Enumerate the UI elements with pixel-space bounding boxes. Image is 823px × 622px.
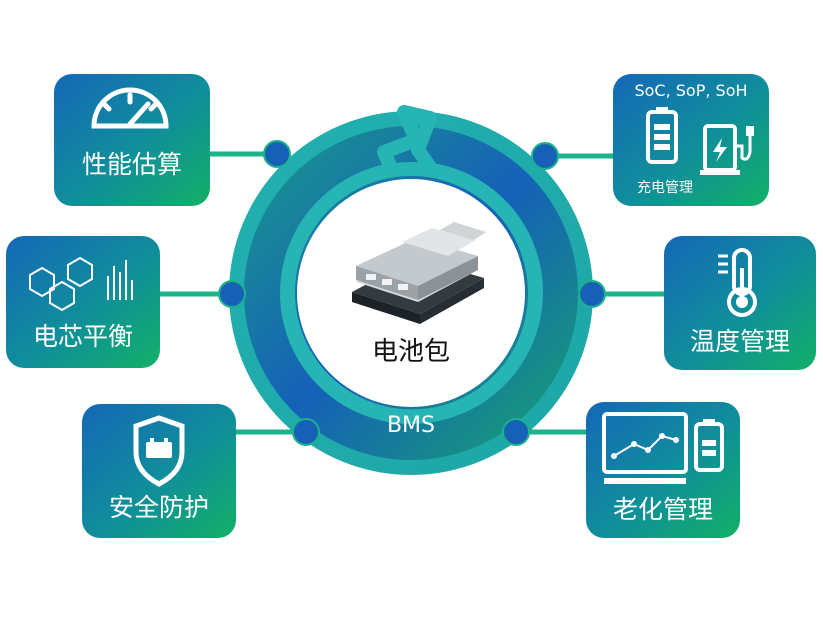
dot-temperature — [578, 280, 606, 308]
charging-label: 充电管理 — [637, 180, 693, 196]
temperature-label: 温度管理 — [690, 327, 790, 356]
battery-pack-label: 电池包 — [372, 337, 450, 367]
monitor-battery-icon — [602, 412, 724, 484]
dot-safety — [292, 418, 320, 446]
cell-balance-label: 电芯平衡 — [33, 322, 133, 351]
card-charging: SoC, SoP, SoH 充电管理 — [613, 74, 769, 206]
charging-state-label: SoC, SoP, SoH — [634, 81, 747, 100]
dot-cell-balance — [218, 280, 246, 308]
shield-battery-icon — [133, 415, 185, 487]
card-aging: 老化管理 — [586, 402, 740, 538]
aging-label: 老化管理 — [613, 495, 713, 524]
card-temperature: 温度管理 — [664, 236, 816, 370]
molecule-chart-icon — [29, 256, 133, 312]
gauge-icon — [91, 87, 169, 129]
battery-pack-image — [352, 222, 486, 324]
thermometer-icon — [718, 248, 757, 317]
dot-performance — [263, 140, 291, 168]
ring-inner-band — [280, 162, 542, 424]
performance-label: 性能估算 — [82, 150, 182, 179]
card-cell-balance: 电芯平衡 — [6, 236, 160, 368]
safety-label: 安全防护 — [109, 493, 209, 522]
card-safety: 安全防护 — [82, 404, 236, 538]
dot-charging — [531, 142, 559, 170]
connector-dots — [218, 140, 606, 446]
battery-charger-icon — [646, 107, 754, 175]
bms-label: BMS — [387, 413, 435, 438]
card-performance: 性能估算 — [54, 74, 210, 206]
dot-aging — [502, 418, 530, 446]
